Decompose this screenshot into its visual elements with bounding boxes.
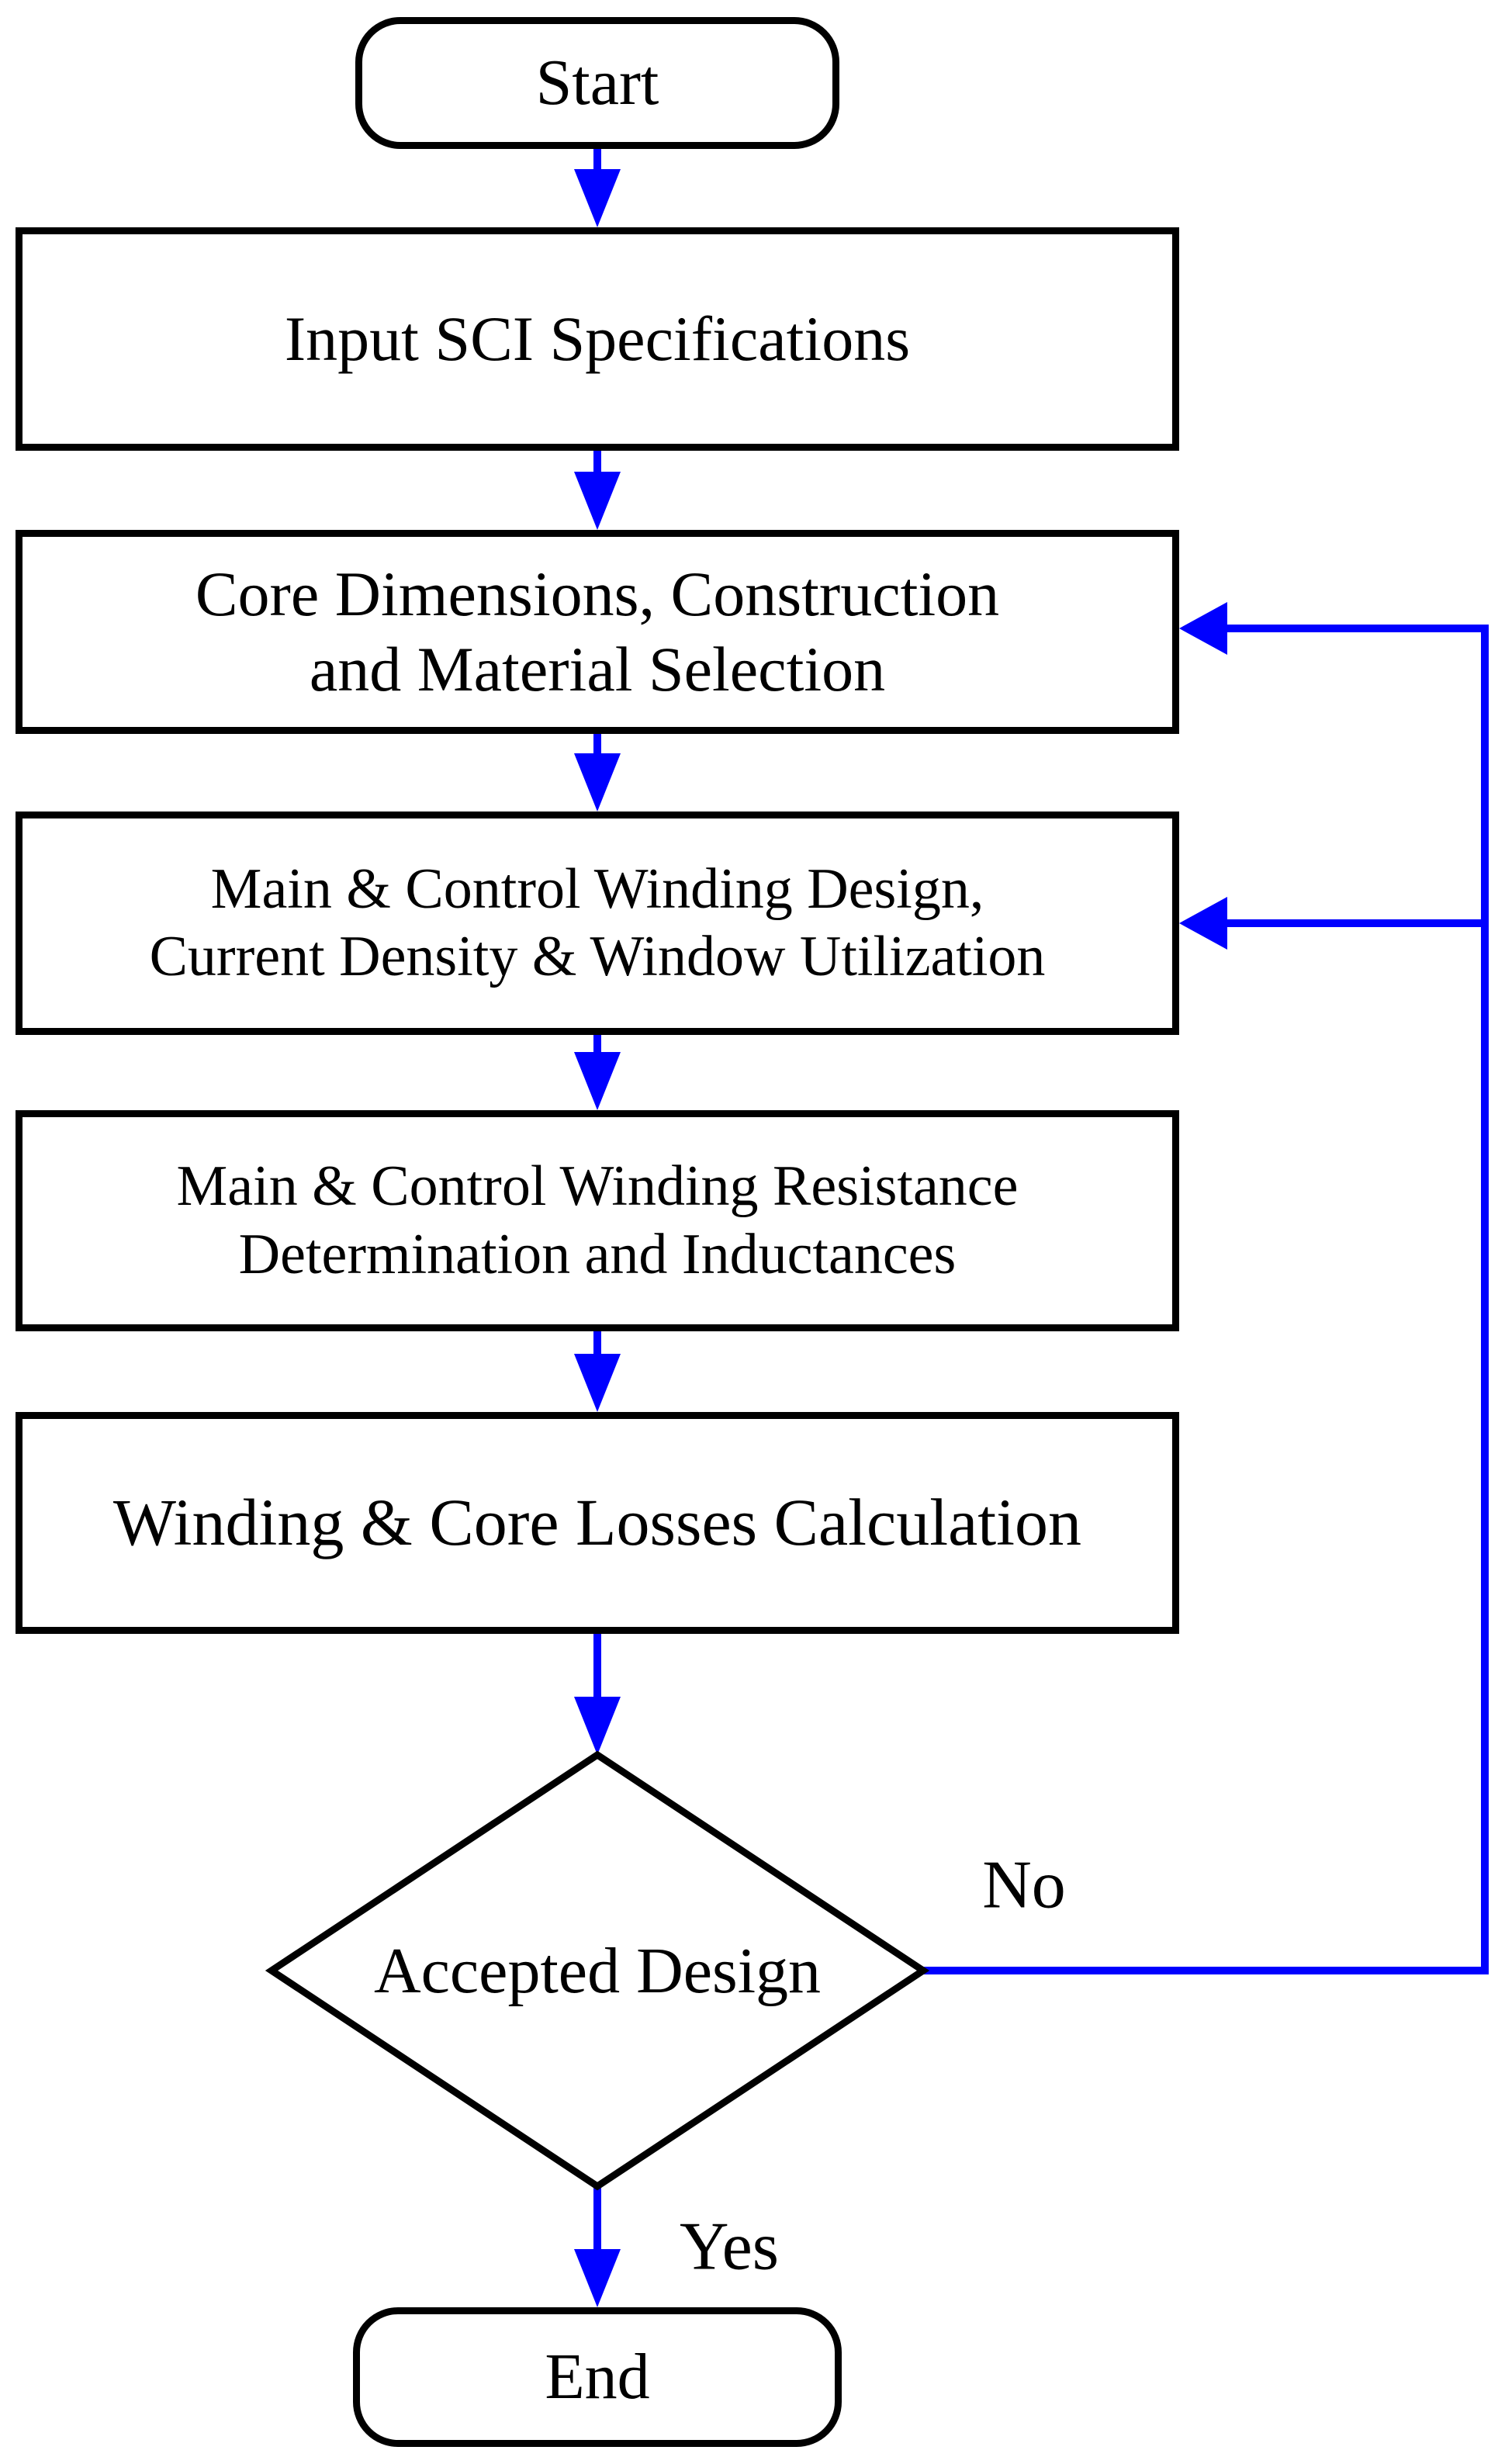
decision-diamond-shape bbox=[265, 1750, 930, 2191]
process-box-winding-resistance: Main & Control Winding Resistance Determ… bbox=[16, 1110, 1179, 1331]
process-box-losses-calculation: Winding & Core Losses Calculation bbox=[16, 1412, 1179, 1634]
process-box-winding-design-line2: Current Density & Window Utilization bbox=[149, 925, 1046, 988]
process-box-winding-resistance-line2: Determination and Inductances bbox=[238, 1222, 957, 1286]
process-box-winding-resistance-line1: Main & Control Winding Resistance bbox=[176, 1154, 1019, 1219]
arrowhead-into-winding-resistance bbox=[574, 1052, 621, 1110]
no-feedback-line bbox=[923, 625, 1489, 1974]
process-box-core-dimensions: Core Dimensions, Construction and Materi… bbox=[16, 530, 1179, 734]
arrowhead-into-losses-calculation bbox=[574, 1354, 621, 1412]
end-node: End bbox=[353, 2307, 842, 2447]
edge-label-yes: Yes bbox=[679, 2209, 780, 2285]
arrowhead-into-core-dimensions bbox=[574, 472, 621, 530]
arrowhead-into-input-specs bbox=[574, 169, 621, 227]
arrowhead-into-winding-design-feedback bbox=[1179, 897, 1227, 950]
decision-diamond-label: Accepted Design bbox=[272, 1755, 923, 2186]
process-box-core-dimensions-line2: and Material Selection bbox=[309, 633, 886, 704]
start-label: Start bbox=[535, 47, 659, 119]
process-box-input-specs: Input SCI Specifications bbox=[16, 227, 1179, 451]
process-box-winding-design: Main & Control Winding Design, Current D… bbox=[16, 812, 1179, 1035]
arrowhead-into-decision bbox=[574, 1697, 621, 1755]
process-box-winding-design-line1: Main & Control Winding Design, bbox=[210, 857, 984, 921]
arrowhead-into-winding-design bbox=[574, 753, 621, 812]
process-box-losses-calculation-line1: Winding & Core Losses Calculation bbox=[112, 1485, 1082, 1560]
edge-label-no: No bbox=[982, 1847, 1066, 1923]
decision-text: Accepted Design bbox=[373, 1934, 822, 2007]
arrowhead-into-end bbox=[574, 2249, 621, 2307]
process-box-input-specs-line1: Input SCI Specifications bbox=[284, 303, 911, 374]
process-box-core-dimensions-line1: Core Dimensions, Construction bbox=[195, 558, 1000, 629]
end-label: End bbox=[545, 2341, 650, 2414]
start-node: Start bbox=[355, 17, 839, 149]
arrowhead-into-core-dimensions-feedback bbox=[1179, 602, 1227, 655]
